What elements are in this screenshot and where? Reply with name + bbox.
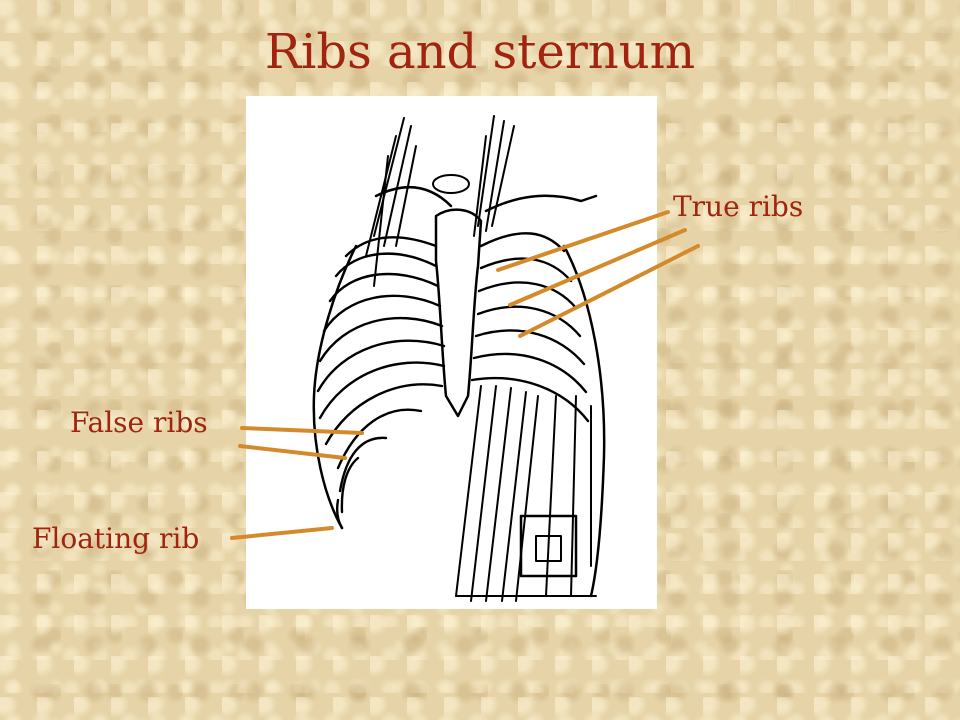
rib-cage-drawing: [312, 115, 606, 602]
left-ribs: [316, 236, 446, 530]
inset-mark: [519, 514, 578, 578]
label-true-ribs: True ribs: [673, 190, 804, 223]
trachea-ring: [432, 174, 470, 194]
right-neck-muscle: [473, 115, 515, 237]
slide-title: Ribs and sternum: [264, 24, 696, 80]
sternum: [434, 208, 483, 418]
left-rib-contour: [312, 244, 358, 530]
rib-cage-illustration: [246, 96, 657, 609]
left-clavicle: [374, 186, 453, 208]
inset-mark-inner: [535, 535, 562, 562]
label-false-ribs: False ribs: [70, 406, 208, 439]
right-rib-contour: [562, 244, 606, 598]
right-clavicle: [484, 194, 598, 213]
right-abdominal-muscle: [455, 385, 597, 602]
left-neck-muscle: [365, 117, 417, 287]
label-floating-rib: Floating rib: [32, 522, 200, 555]
